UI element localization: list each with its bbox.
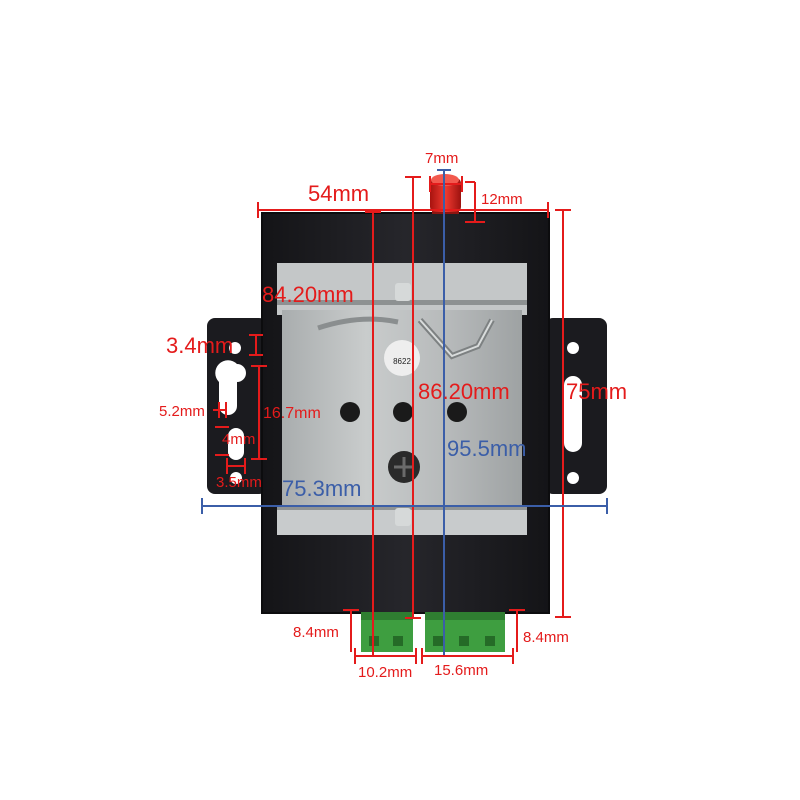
label-body-height: 86.20mm: [418, 379, 510, 404]
label-side-height: 75mm: [566, 379, 627, 404]
device-housing: 8622: [207, 212, 607, 614]
left-terminal-block: [361, 612, 413, 652]
label-hole-dia: 3.5mm: [216, 474, 262, 491]
label-top-width: 54mm: [308, 181, 369, 206]
right-top-hole: [567, 342, 579, 354]
label-slot-gap: 4mm: [222, 431, 255, 448]
right-bottom-hole: [567, 472, 579, 484]
label-sticker-text: 8622: [393, 357, 411, 366]
right-keyhole-slot: [564, 376, 582, 452]
rail-hole-left: [340, 402, 360, 422]
label-led-height: 12mm: [481, 191, 523, 208]
label-overall-height: 95.5mm: [447, 436, 526, 461]
label-rail-height: 84.20mm: [262, 282, 354, 307]
right-terminal-block: [425, 612, 505, 652]
rail-hole-center: [393, 402, 413, 422]
left-top-hole: [229, 342, 241, 354]
left-keyhole-slot: [215, 360, 246, 415]
left-lower-slot: [228, 428, 244, 460]
label-left-terminal-height: 8.4mm: [293, 624, 339, 641]
din-rail-bracket: 8622: [277, 263, 527, 535]
label-total-width: 75.3mm: [282, 476, 361, 501]
label-slot-small-gap: 3.4mm: [166, 333, 233, 358]
label-led-width: 7mm: [425, 150, 458, 167]
dimension-lines-red: [213, 176, 571, 664]
label-sticker: [384, 340, 420, 376]
label-slot-width: 5.2mm: [159, 403, 205, 420]
dimension-lines-blue: [201, 169, 608, 655]
label-right-terminal-width: 15.6mm: [434, 662, 488, 679]
label-right-terminal-height: 8.4mm: [523, 629, 569, 646]
rail-hole-right: [447, 402, 467, 422]
label-slot-length: 16.7mm: [263, 405, 321, 422]
left-bottom-hole: [230, 472, 242, 484]
label-left-terminal-width: 10.2mm: [358, 664, 412, 681]
led-indicator: [430, 174, 461, 214]
